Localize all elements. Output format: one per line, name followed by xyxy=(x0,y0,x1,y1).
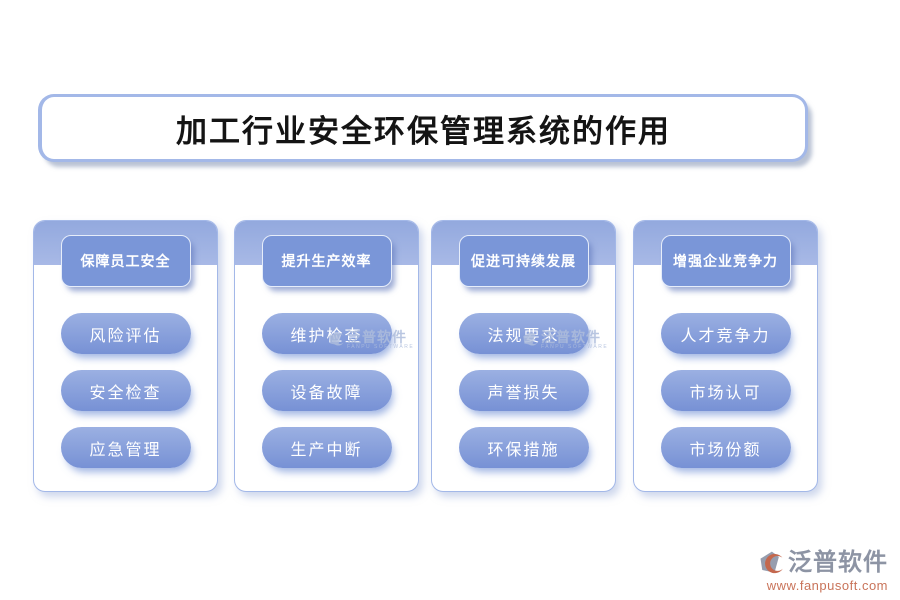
fanpu-logo-icon xyxy=(760,551,783,574)
item-pill: 环保措施 xyxy=(458,427,589,468)
item-pill: 市场份额 xyxy=(660,427,791,468)
column-header: 促进可持续发展 xyxy=(458,235,589,287)
item-pill: 市场认可 xyxy=(660,370,791,411)
item-pill: 风险评估 xyxy=(60,313,191,354)
column-card-competitiveness: 增强企业竞争力 人才竞争力 市场认可 市场份额 xyxy=(633,220,818,492)
item-pill: 人才竞争力 xyxy=(660,313,791,354)
footer-branding: 泛普软件 www.fanpusoft.com xyxy=(757,549,888,593)
column-card-production-efficiency: 提升生产效率 维护检查 设备故障 生产中断 xyxy=(234,220,419,492)
item-pill: 设备故障 xyxy=(261,370,392,411)
item-pill: 生产中断 xyxy=(261,427,392,468)
item-pill: 安全检查 xyxy=(60,370,191,411)
footer-url: www.fanpusoft.com xyxy=(766,578,888,593)
item-pill: 法规要求 xyxy=(458,313,589,354)
column-header: 增强企业竞争力 xyxy=(660,235,791,287)
footer-brand-name: 泛普软件 xyxy=(788,549,888,576)
column-header: 提升生产效率 xyxy=(261,235,392,287)
column-card-sustainable-development: 促进可持续发展 法规要求 声誉损失 环保措施 xyxy=(431,220,616,492)
item-pill: 声誉损失 xyxy=(458,370,589,411)
column-header: 保障员工安全 xyxy=(60,235,191,287)
column-card-employee-safety: 保障员工安全 风险评估 安全检查 应急管理 xyxy=(33,220,218,492)
page-title: 加工行业安全环保管理系统的作用 xyxy=(176,113,671,149)
item-pill: 应急管理 xyxy=(60,427,191,468)
item-pill: 维护检查 xyxy=(261,313,392,354)
title-banner: 加工行业安全环保管理系统的作用 xyxy=(38,94,808,162)
